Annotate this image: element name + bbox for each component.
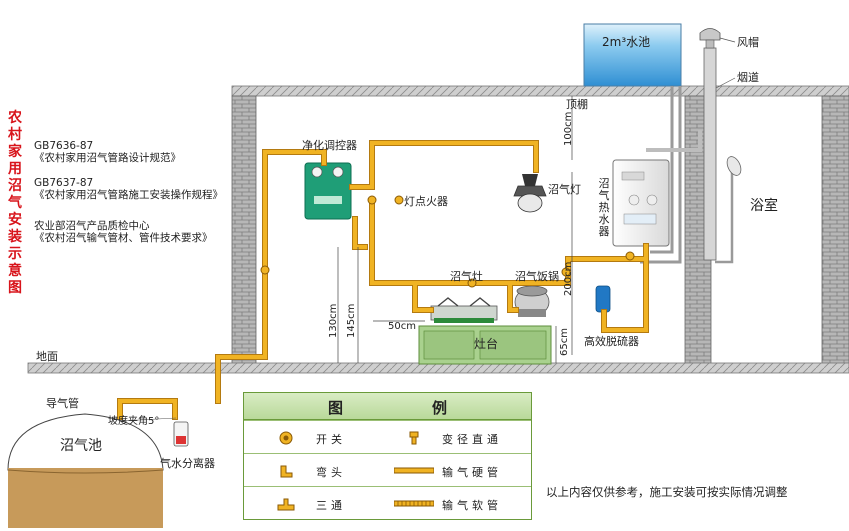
wind-cap-label: 风帽 <box>737 36 759 49</box>
igniter-label: 灯点火器 <box>404 195 448 208</box>
tee-icon <box>277 498 295 511</box>
bathroom-label: 浴室 <box>750 198 778 214</box>
rice-cooker-label: 沼气饭锅 <box>515 270 559 283</box>
separator-label: 气水分离器 <box>160 457 215 470</box>
dim-130: 130cm <box>328 303 339 338</box>
regulator-label: 净化调控器 <box>302 139 357 152</box>
legend: 图 例 开关 变径直通 弯头 输气硬管 三通 输气软管 <box>243 392 532 520</box>
legend-title-left: 图 <box>328 399 344 417</box>
legend-label-hard-pipe: 输气硬管 <box>442 466 502 479</box>
hard-pipe-icon <box>394 467 434 474</box>
wall-right <box>821 95 849 365</box>
pipe-switches <box>260 195 635 288</box>
chimney <box>703 47 717 261</box>
legend-label-switch: 开关 <box>316 433 346 446</box>
diagram-title: 农村家用沼气安装示意图 <box>8 110 22 296</box>
legend-row-1: 开关 变径直通 <box>244 420 531 454</box>
dim-145: 145cm <box>346 303 357 338</box>
water-tank <box>583 23 682 87</box>
standard-name-3: 《农村沼气输气管材、管件技术要求》 <box>34 232 213 244</box>
water-heater <box>612 159 670 247</box>
slope-label: 坡度夹角5° <box>108 416 160 427</box>
water-tank-label: 2m³水池 <box>602 35 651 49</box>
lamp-label: 沼气灯 <box>548 183 581 196</box>
stove-label: 沼气灶 <box>450 270 483 283</box>
desulfurizer <box>595 285 611 313</box>
desulfurizer-label: 高效脱硫器 <box>584 335 639 348</box>
dim-200: 200cm <box>563 261 574 296</box>
wall-left <box>231 95 257 365</box>
dim-50: 50cm <box>388 321 416 332</box>
reducer-icon <box>409 431 419 445</box>
dim-65: 65cm <box>559 328 570 356</box>
standard-code-1: GB7636-87 <box>34 140 94 152</box>
elbow-icon <box>280 465 293 478</box>
legend-label-soft-pipe: 输气软管 <box>442 499 502 512</box>
standard-name-1: 《农村家用沼气管路设计规范》 <box>34 152 181 164</box>
tank-label: 沼气池 <box>60 438 102 454</box>
switch-icon <box>279 431 293 445</box>
legend-row-3: 三通 输气软管 <box>244 486 531 520</box>
counter-label: 灶台 <box>474 337 499 351</box>
ground-label: 地面 <box>36 350 58 363</box>
water-pipe <box>640 86 682 264</box>
ceiling-label: 顶棚 <box>566 98 588 111</box>
gas-stove <box>430 305 498 321</box>
ceiling-slab <box>231 85 849 97</box>
wind-cap <box>699 28 721 41</box>
soft-pipe-icon <box>394 500 434 507</box>
legend-header: 图 例 <box>244 393 531 420</box>
gas-pipe-label: 导气管 <box>46 397 79 410</box>
water-heater-label: 沼气热水器 <box>598 177 610 238</box>
legend-label-reducer: 变径直通 <box>442 433 502 446</box>
dim-100: 100cm <box>563 111 574 146</box>
shower <box>715 168 734 264</box>
reference-note: 以上内容仅供参考，施工安装可按实际情况调整 <box>546 485 788 499</box>
legend-title-right: 例 <box>432 399 448 417</box>
legend-label-tee: 三通 <box>316 499 346 512</box>
standard-code-2: GB7637-87 <box>34 177 94 189</box>
legend-row-2: 弯头 输气硬管 <box>244 453 531 487</box>
biogas-tank <box>7 413 164 471</box>
standard-code-3: 农业部沼气产品质检中心 <box>34 220 150 232</box>
standard-name-2: 《农村家用沼气管路施工安装操作规程》 <box>34 189 223 201</box>
legend-label-elbow: 弯头 <box>316 466 346 479</box>
chimney-label: 烟道 <box>737 71 759 84</box>
